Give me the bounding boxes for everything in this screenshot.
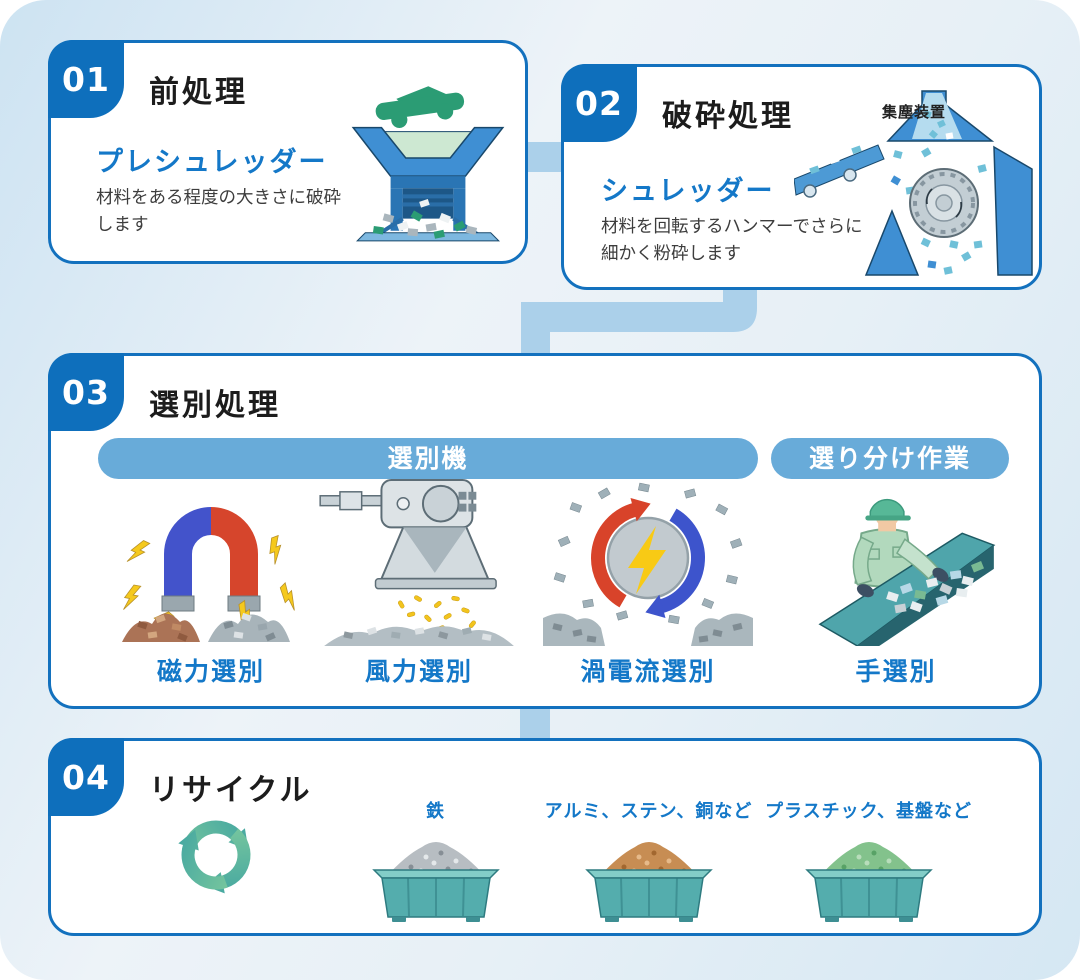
method-label-hand: 手選別: [855, 657, 937, 686]
method-label-wind: 風力選別: [364, 657, 473, 686]
step3-title: 選別処理: [149, 388, 281, 423]
step2-card: 02 破砕処理 シュレッダー 材料を回転するハンマーでさらに細かく粉砕します: [561, 64, 1042, 290]
pieces-bottom: [920, 237, 983, 276]
method-wind: 風力選別: [303, 476, 535, 688]
manual-sorting-pill: 選り分け作業: [771, 438, 1009, 479]
step2-number: 02: [575, 83, 623, 123]
sorting-machine-pill: 選別機: [98, 438, 758, 479]
corner-pile-pieces: [552, 622, 743, 643]
bin-plastics: プラスチック、基盤など: [751, 797, 986, 927]
step4-number-badge: 04: [48, 738, 124, 816]
shredder-illustration: 集塵装置: [793, 89, 1034, 281]
hand-sorting-icon: [818, 498, 996, 647]
step4-card: 04 リサイクル 鉄: [48, 738, 1042, 936]
step2-number-badge: 02: [561, 64, 637, 142]
step4-title: リサイクル: [149, 773, 313, 808]
recycle-arrows-icon: [166, 805, 266, 905]
bin-metals: アルミ、ステン、銅など: [541, 797, 756, 927]
air-blower-icon: [319, 478, 514, 646]
shredder-icon: [793, 90, 1033, 276]
step1-card: 01 前処理 プレシュレッダー 材料をある程度の大きさに破砕します: [48, 40, 528, 264]
step3-number-badge: 03: [48, 353, 124, 431]
metals-bin-icon: [584, 842, 713, 922]
method-hand: 手選別: [777, 476, 1015, 688]
shredded-pieces: [372, 199, 478, 239]
pre-shredder-icon: [351, 86, 505, 242]
heavy-pile-pieces: [343, 626, 492, 641]
method-magnetic: 磁力選別: [91, 476, 331, 688]
step1-title: 前処理: [149, 75, 248, 110]
method-label-magnetic: 磁力選別: [156, 657, 265, 686]
falling-pieces-top: [923, 110, 954, 140]
method-eddy-current: 渦電流選別: [519, 476, 777, 688]
plastics-bin-icon: [804, 842, 933, 922]
step2-subtitle: シュレッダー: [601, 176, 775, 207]
iron-bin-icon: [371, 842, 500, 922]
bin-label-metals: アルミ、ステン、銅など: [544, 801, 753, 822]
bin-label-plastics: プラスチック、基盤など: [764, 801, 973, 822]
step1-number-badge: 01: [48, 40, 124, 118]
eddy-current-icon: [543, 482, 753, 646]
step3-number: 03: [62, 372, 110, 412]
connector-step2-step3: [521, 282, 757, 360]
step2-title: 破砕処理: [662, 99, 794, 134]
car-silhouette: [375, 86, 465, 129]
pieces-on-belt: [809, 145, 862, 175]
bin-label-iron: 鉄: [426, 801, 445, 822]
step3-card: 03 選別処理 選別機 選り分け作業: [48, 353, 1042, 709]
step1-number: 01: [62, 59, 110, 99]
method-label-eddy-current: 渦電流選別: [580, 657, 716, 686]
step1-description: 材料をある程度の大きさに破砕します: [96, 188, 341, 236]
bin-iron: 鉄: [343, 797, 528, 927]
copper-pile-pieces: [137, 614, 188, 642]
step2-description: 材料を回転するハンマーでさらに細かく粉砕します: [601, 217, 863, 265]
magnet-icon: [122, 507, 305, 642]
light-pieces: [397, 595, 476, 634]
step4-number: 04: [62, 757, 110, 797]
scattered-pieces: [553, 482, 743, 625]
step1-subtitle: プレシュレッダー: [96, 147, 328, 178]
dust-collector-label: 集塵装置: [882, 103, 947, 121]
steel-pile-pieces: [223, 612, 276, 642]
scrap-on-belt: [886, 561, 985, 614]
